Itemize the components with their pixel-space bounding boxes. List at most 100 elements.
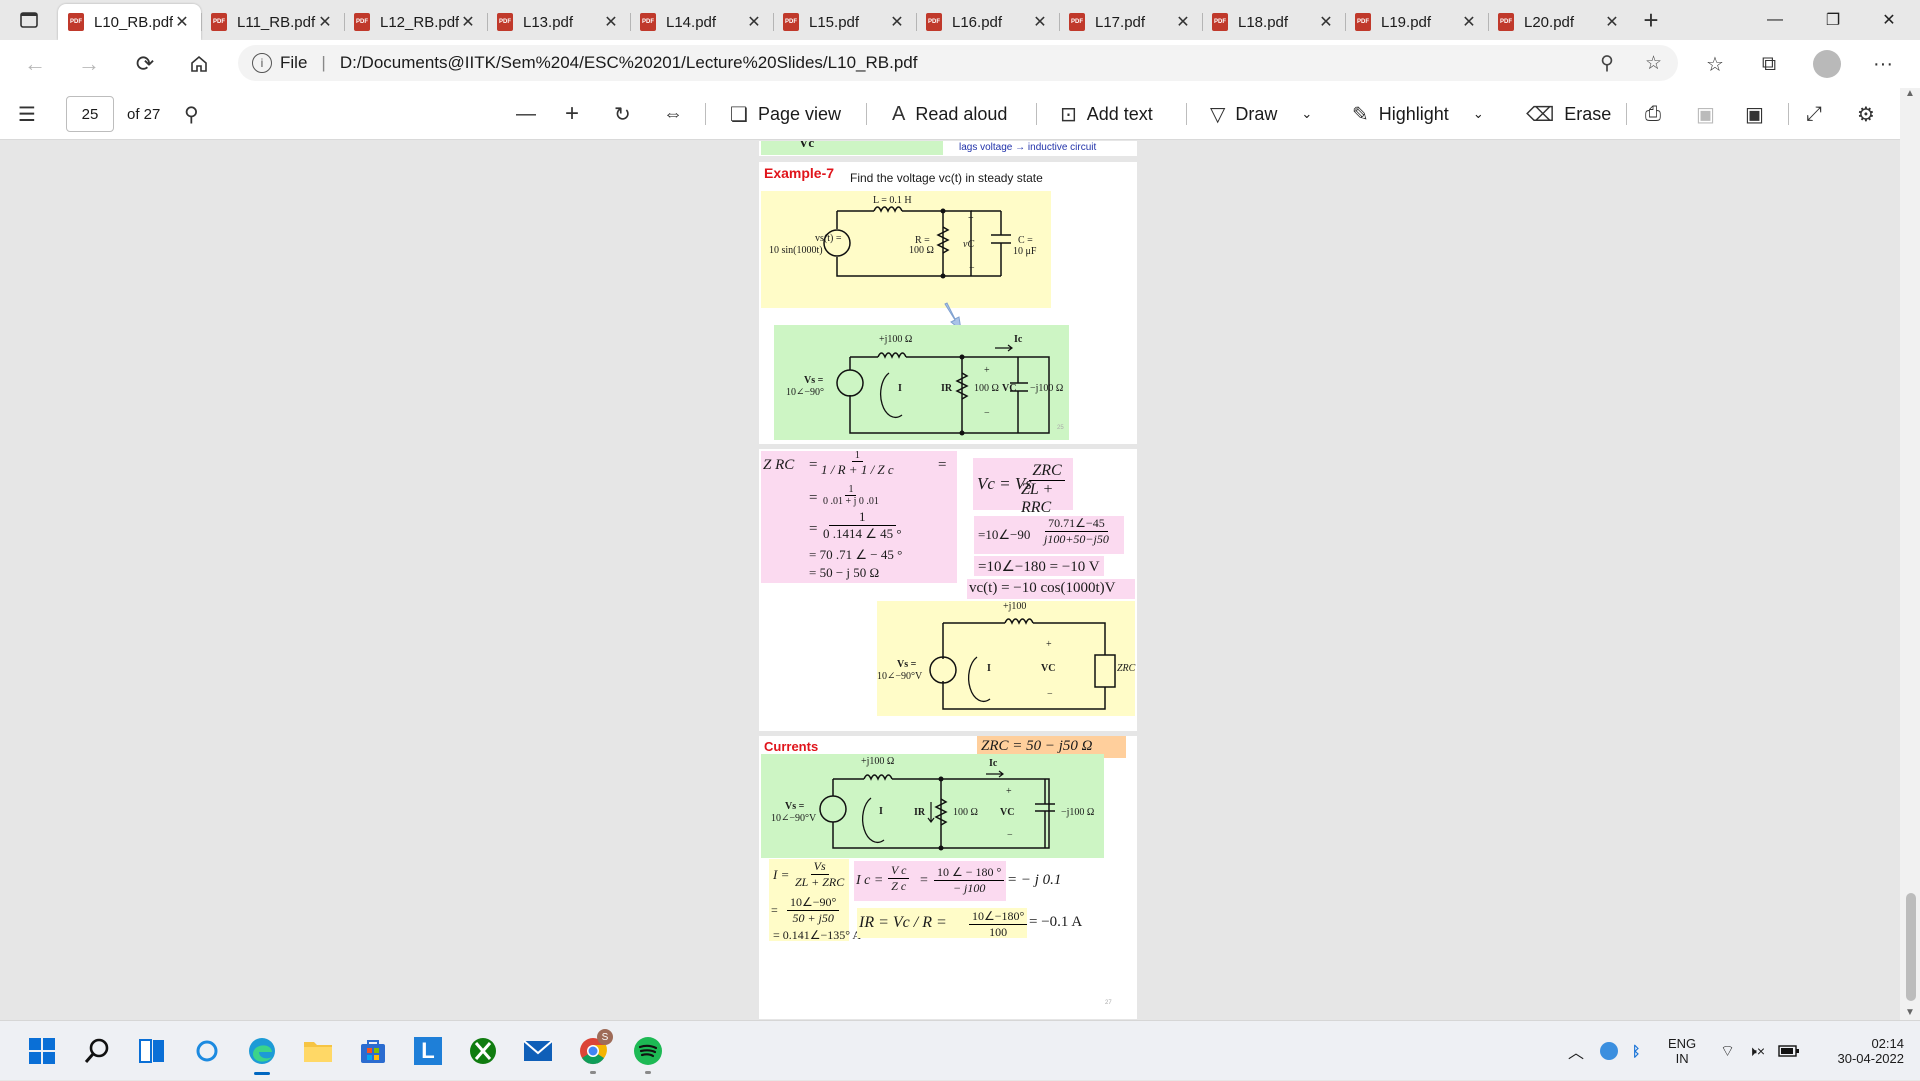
chevron-down-icon[interactable]: ⌄ [1472,106,1484,121]
close-icon[interactable]: ✕ [318,14,332,31]
chrome-button[interactable]: S [571,1029,615,1074]
back-button[interactable]: ← [24,51,46,76]
minus-sign: − [969,263,975,274]
start-button[interactable] [20,1029,64,1073]
save-as-button[interactable]: ▣ [1745,88,1764,140]
fit-width-button[interactable]: ⇔ [663,88,683,140]
omnibox[interactable]: i File | D:/Documents@IITK/Sem%204/ESC%2… [238,45,1678,81]
save-icon: ▣ [1696,103,1715,126]
search-button[interactable] [75,1029,119,1073]
l-app-button[interactable]: L [406,1029,450,1073]
profile-button[interactable] [1800,40,1854,88]
cortana-button[interactable] [185,1029,229,1073]
close-icon[interactable]: ✕ [604,14,618,31]
url-text[interactable]: D:/Documents@IITK/Sem%204/ESC%20201/Lect… [339,53,918,72]
tab-title: L11_RB.pdf [237,13,316,31]
scroll-down-icon[interactable]: ▼ [1905,1007,1915,1018]
tab-title: L19.pdf [1381,13,1432,31]
network-button[interactable]: ⌔ [1720,1021,1735,1081]
page-view-button[interactable]: ❏Page view [730,88,841,140]
scroll-up-icon[interactable]: ▲ [1905,88,1915,99]
fullscreen-button[interactable]: ⤢ [1806,88,1822,140]
highlight-button[interactable]: ✎Highlight⌄ [1352,88,1484,140]
erase-button[interactable]: ⌫Erase [1526,88,1611,140]
zoom-icon[interactable]: ⚲ [1600,52,1614,74]
battery-button[interactable] [1778,1021,1800,1081]
language-indicator[interactable]: ENG IN [1668,1021,1696,1081]
close-icon[interactable]: ✕ [1319,14,1333,31]
resistor-value: 100 Ω [953,807,978,818]
close-window-button[interactable]: ✕ [1882,12,1896,29]
minimize-button[interactable]: — [1767,11,1783,28]
close-icon[interactable]: ✕ [1033,14,1047,31]
close-icon[interactable]: ✕ [747,14,761,31]
close-icon[interactable]: ✕ [1176,14,1190,31]
close-icon[interactable]: ✕ [175,14,189,31]
refresh-button[interactable]: ⟳ [135,51,155,76]
close-icon[interactable]: ✕ [890,14,904,31]
divider [1186,103,1187,125]
clock[interactable]: 02:14 30-04-2022 [1818,1021,1905,1081]
chevron-down-icon[interactable]: ⌄ [1301,106,1313,121]
store-button[interactable] [351,1029,395,1073]
home-icon [191,55,207,72]
zoom-out-button[interactable]: — [516,88,536,140]
volume-button[interactable]: 🕨× [1748,1021,1765,1081]
close-icon[interactable]: ✕ [1462,14,1476,31]
running-indicator [645,1071,651,1074]
pdf-settings-button[interactable]: ⚙ [1857,88,1875,140]
save-as-icon: ▣ [1745,103,1764,126]
add-favorite-icon[interactable]: ☆ [1644,52,1662,74]
close-icon[interactable]: ✕ [461,14,475,31]
onedrive-button[interactable] [1600,1021,1618,1081]
mail-button[interactable] [516,1029,560,1073]
print-button[interactable]: ⎙ [1645,88,1661,140]
edge-taskbar-button[interactable] [240,1029,284,1075]
file-explorer-button[interactable] [296,1029,340,1073]
i-label: I [898,383,902,394]
scheme-label: File [280,53,308,72]
save-button[interactable]: ▣ [1696,88,1715,140]
search-button[interactable]: ⚲ [184,88,199,140]
settings-more-button[interactable]: ··· [1856,40,1910,88]
document-viewer[interactable]: Vc lags voltage → inductive circuit Exam… [0,141,1900,1020]
show-hidden-icons-button[interactable]: ︿ [1568,1021,1584,1081]
scroll-thumb[interactable] [1906,893,1916,1001]
page-number-input[interactable]: 25 [66,96,114,132]
spotify-button[interactable] [626,1029,670,1074]
forward-button[interactable]: → [78,51,100,76]
task-view-button[interactable] [130,1029,174,1073]
draw-button[interactable]: ▽Draw⌄ [1210,88,1312,140]
favorites-button[interactable]: ☆ [1688,40,1742,88]
add-text-button[interactable]: ⊡Add text [1060,88,1153,140]
contents-button[interactable]: ☰ [18,88,36,140]
close-icon[interactable]: ✕ [1605,14,1619,31]
scrollbar[interactable]: ▲ ▼ [1900,88,1920,1020]
xbox-button[interactable] [461,1029,505,1073]
tab-actions-button[interactable] [0,0,58,40]
collections-button[interactable]: ⧉ [1742,40,1796,88]
home-button[interactable] [172,44,226,84]
ic2-num: 10 ∠ − 180 ° [934,865,1005,881]
bluetooth-button[interactable]: ᛒ [1632,1021,1640,1081]
restore-button[interactable]: ❐ [1825,12,1841,29]
new-tab-button[interactable]: + [1643,4,1659,35]
rotate-button[interactable]: ↻ [614,88,631,140]
info-icon[interactable]: i [252,53,272,73]
i-label: I [879,806,883,817]
tab-title: L15.pdf [809,13,860,31]
zoom-in-button[interactable]: + [565,88,579,140]
